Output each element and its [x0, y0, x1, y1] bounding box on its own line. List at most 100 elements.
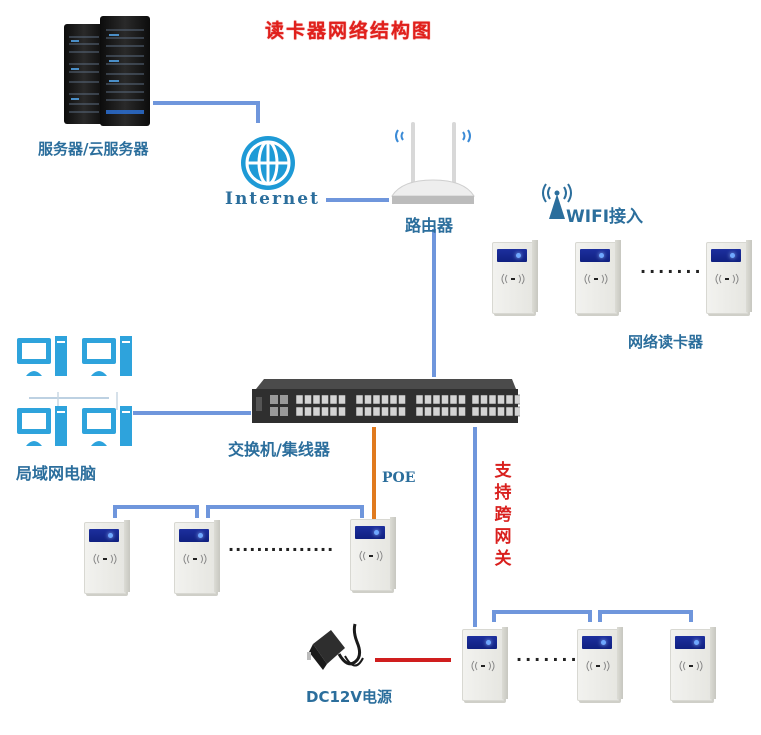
switch-port: [304, 406, 312, 417]
power-node: [305, 622, 375, 684]
link-bottom-readers-1: [492, 610, 592, 614]
link-bottom-readers-1-right: [588, 610, 592, 622]
switch-port: [488, 394, 497, 405]
switch-port: [415, 394, 424, 405]
switch-port: [471, 394, 480, 405]
switch-port: [398, 394, 406, 405]
server-label: 服务器/云服务器: [38, 140, 149, 158]
switch-port: [270, 395, 278, 404]
reader-display: [497, 249, 527, 262]
switch-port: [424, 394, 432, 405]
link-poe-readers-2: [206, 505, 364, 509]
link-server-internet-v: [256, 101, 260, 123]
bottom-readers-ellipsis: ·······: [516, 650, 580, 669]
switch-port: [441, 394, 449, 405]
rfid-icon: [584, 273, 608, 285]
switch-port: [338, 406, 346, 417]
switch-port: [329, 406, 338, 417]
wifi-antenna-icon: [542, 183, 572, 219]
switch-port: [505, 406, 514, 417]
computer-icon: [17, 336, 67, 376]
switch-port: [329, 394, 338, 405]
link-poe-readers-1-left: [113, 505, 117, 518]
switch-port: [458, 406, 466, 417]
link-poe: [372, 427, 376, 520]
link-bottom-readers-2-right: [689, 610, 693, 622]
wifi-label: WIFI接入: [566, 207, 644, 227]
switch-port: [449, 394, 458, 405]
server-node: [62, 12, 154, 128]
card-reader: [174, 520, 222, 594]
link-lan-switch: [133, 411, 251, 415]
switch-port: [398, 406, 406, 417]
gateway-note-char: 网: [494, 527, 512, 547]
link-router-switch: [432, 229, 436, 377]
network-readers-label: 网络读卡器: [628, 333, 704, 351]
switch-port: [480, 394, 488, 405]
switch-port: [514, 394, 522, 405]
wifi-node: [540, 180, 574, 224]
gateway-note: 支 持 跨 网 关: [492, 460, 514, 570]
reader-display: [711, 249, 741, 262]
internet-node: [236, 133, 300, 197]
link-bottom-readers-1-left: [492, 610, 496, 622]
rfid-icon: [679, 660, 703, 672]
link-internet-router: [326, 198, 389, 202]
switch-port: [432, 394, 441, 405]
lan-pcs-node: [14, 332, 134, 456]
switch-port: [312, 406, 321, 417]
reader-display: [580, 249, 610, 262]
gateway-note-char: 持: [494, 483, 512, 503]
link-poe-readers-2-right: [360, 505, 364, 518]
switch-port: [424, 406, 432, 417]
wifi-readers-ellipsis: ·······: [640, 262, 704, 281]
computer-icon: [82, 336, 132, 376]
poe-readers-ellipsis: ···············: [228, 540, 335, 559]
reader-display: [582, 636, 612, 649]
link-bottom-readers-2: [598, 610, 693, 614]
switch-port: [321, 394, 329, 405]
switch-port: [480, 406, 488, 417]
link-power: [375, 658, 451, 662]
network-switch-icon: [252, 379, 522, 423]
switch-label: 交换机/集线器: [228, 440, 330, 459]
card-reader: [577, 627, 625, 701]
switch-port: [321, 406, 329, 417]
link-switch-gateway: [473, 427, 477, 627]
link-poe-readers-2-left: [206, 505, 210, 518]
rfid-icon: [359, 550, 383, 562]
server-rack-icon: [64, 16, 150, 126]
reader-display: [179, 529, 209, 542]
card-reader: [462, 627, 510, 701]
internet-label: Internet: [225, 189, 320, 209]
switch-port: [381, 394, 389, 405]
card-reader: [670, 627, 718, 701]
switch-node: [250, 377, 522, 427]
switch-port: [381, 406, 389, 417]
gateway-note-char: 关: [494, 549, 512, 569]
computer-icon: [17, 406, 67, 446]
switch-port: [449, 406, 458, 417]
switch-port: [505, 394, 514, 405]
card-reader: [575, 240, 623, 314]
switch-port: [389, 406, 398, 417]
switch-port: [372, 394, 381, 405]
reader-display: [355, 526, 385, 539]
switch-port: [280, 395, 288, 404]
card-reader: [350, 517, 398, 591]
diagram-title: 读卡器网络结构图: [265, 20, 434, 42]
wifi-router-icon: [391, 122, 475, 204]
switch-port: [312, 394, 321, 405]
rfid-icon: [586, 660, 610, 672]
reader-display: [467, 636, 497, 649]
switch-port: [295, 406, 304, 417]
gateway-note-char: 跨: [494, 505, 512, 525]
poe-label: POE: [382, 470, 416, 486]
switch-port: [304, 394, 312, 405]
switch-port: [355, 394, 364, 405]
switch-port: [364, 394, 372, 405]
router-node: [388, 118, 478, 210]
link-server-internet-h: [153, 101, 260, 105]
switch-port: [497, 394, 505, 405]
switch-port: [389, 394, 398, 405]
